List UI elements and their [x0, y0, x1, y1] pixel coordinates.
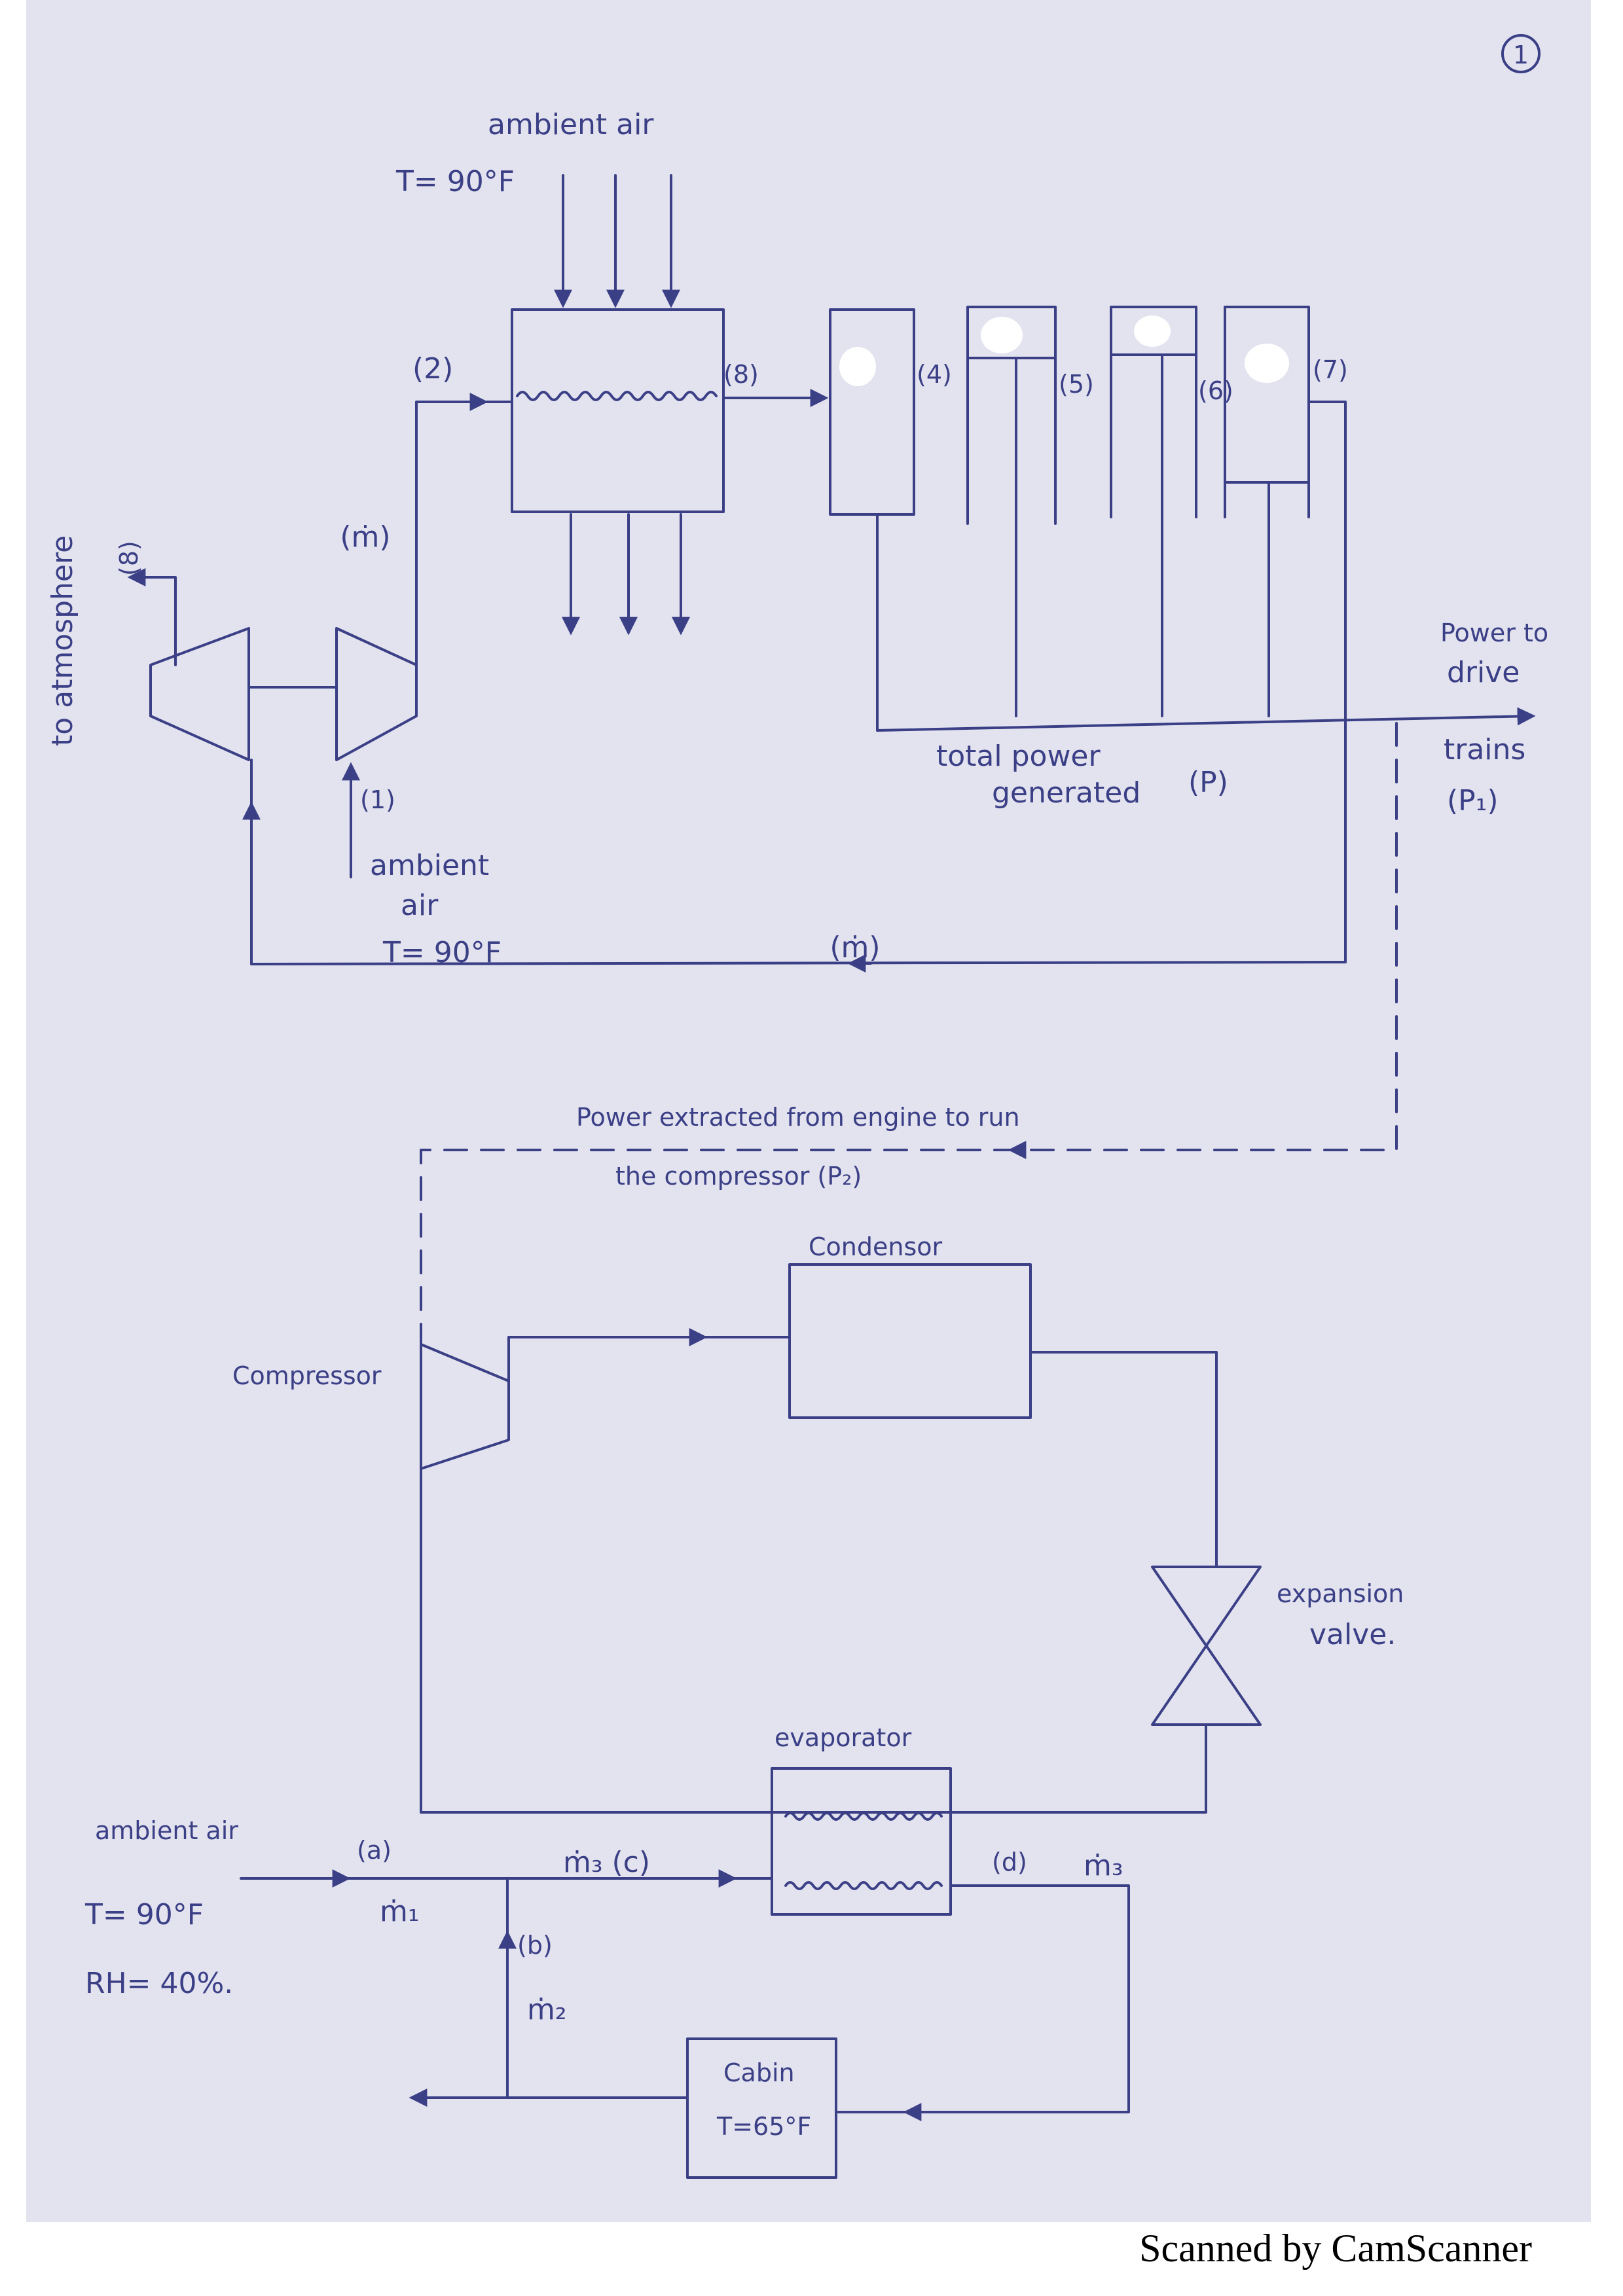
flow-m3-c-label: ṁ₃ (c) — [563, 1846, 650, 1879]
turbo-compressor — [335, 627, 418, 761]
compressor-inlet-label-2: air — [401, 889, 439, 922]
state-3-label: (8) — [723, 360, 759, 389]
evaporator-coil-2 — [784, 1881, 943, 1890]
cabin-temp: T=65°F — [716, 2112, 811, 2141]
total-power-symbol: (P) — [1188, 766, 1228, 799]
drive-power-label-3: trains — [1444, 733, 1525, 766]
cabin-label: Cabin — [723, 2058, 795, 2087]
engine-cylinder-1 — [829, 308, 915, 732]
state-5-label: (5) — [1059, 370, 1094, 399]
engine-cylinder-2 — [966, 306, 1057, 717]
intercooler-air-label: ambient air — [488, 108, 654, 141]
outgoing-air-arrows — [562, 513, 690, 636]
state-1-label: (1) — [360, 785, 395, 814]
evaporator-label: evaporator — [775, 1723, 912, 1752]
compressor-inlet-temp: T= 90°F — [382, 936, 501, 969]
state-4-label: (4) — [917, 360, 952, 389]
compressor-label: Compressor — [232, 1361, 382, 1390]
exhaust-label: to atmosphere — [46, 535, 79, 746]
air-inlet-label: ambient air — [95, 1816, 238, 1845]
extracted-power-label-2: the compressor (P₂) — [615, 1162, 862, 1191]
pipe-condenser-to-valve — [1029, 1351, 1218, 1568]
evaporator-coil-1 — [784, 1812, 943, 1821]
power-output-shaft — [876, 707, 1536, 732]
mass-flow-return-label: (ṁ) — [830, 931, 880, 964]
expansion-valve-label-1: expansion — [1277, 1579, 1404, 1608]
pipe-evaporator-to-cabin — [835, 1884, 1130, 2113]
condenser-box — [788, 1263, 1032, 1419]
point-d-label: (d) — [992, 1848, 1027, 1876]
air-inlet-rh: RH= 40%. — [85, 1967, 233, 2000]
condenser-label: Condensor — [809, 1232, 942, 1261]
incoming-air-arrows — [554, 174, 680, 308]
flow-m1-label: ṁ₁ — [380, 1895, 420, 1928]
expansion-valve-icon — [1151, 1566, 1262, 1726]
total-power-label-2: generated — [992, 776, 1140, 810]
extracted-power-label-1: Power extracted from engine to run — [576, 1103, 1020, 1132]
point-b-label: (b) — [517, 1931, 553, 1960]
compressor-inlet-label-1: ambient — [370, 849, 489, 882]
intercooler-air-temp: T= 90°F — [395, 165, 515, 198]
expansion-valve-label-2: valve. — [1309, 1618, 1396, 1651]
drive-power-label-2: drive — [1447, 656, 1520, 689]
exhaust-return-pipe — [250, 401, 1347, 965]
drive-power-label-1: Power to — [1440, 619, 1548, 647]
page-number-text: 1 — [1513, 41, 1529, 69]
flow-m3-d-label: ṁ₃ — [1084, 1849, 1123, 1882]
scanner-watermark: Scanned by CamScanner — [1139, 2227, 1532, 2270]
air-inlet-temp: T= 90°F — [84, 1898, 204, 1931]
engine-cylinder-4 — [1224, 306, 1310, 717]
state-2-label: (2) — [412, 352, 453, 386]
point-a-label: (a) — [357, 1836, 392, 1865]
paper-background — [26, 0, 1591, 2222]
engine-cylinder-3 — [1110, 306, 1197, 717]
total-power-label-1: total power — [936, 740, 1101, 773]
state-6-label: (6) — [1198, 376, 1233, 405]
cabin-box — [686, 2037, 837, 2179]
intercooler-box — [511, 308, 725, 513]
drive-power-symbol: (P₁) — [1447, 784, 1499, 817]
refrigerant-compressor — [420, 1343, 510, 1470]
state-7-label: (7) — [1313, 355, 1348, 384]
state-8-exhaust-label: (8) — [115, 541, 143, 576]
intercooler-coil — [516, 391, 718, 401]
page-number: 1 — [1501, 34, 1541, 73]
pipe-valve-evaporator-compressor — [420, 1467, 1207, 1814]
turbine — [149, 627, 250, 761]
mass-flow-top-label: (ṁ) — [340, 520, 390, 554]
exhaust-to-atmosphere-pipe — [127, 568, 177, 666]
evaporator-box — [771, 1767, 952, 1916]
flow-m2-label: ṁ₂ — [527, 1993, 567, 2026]
